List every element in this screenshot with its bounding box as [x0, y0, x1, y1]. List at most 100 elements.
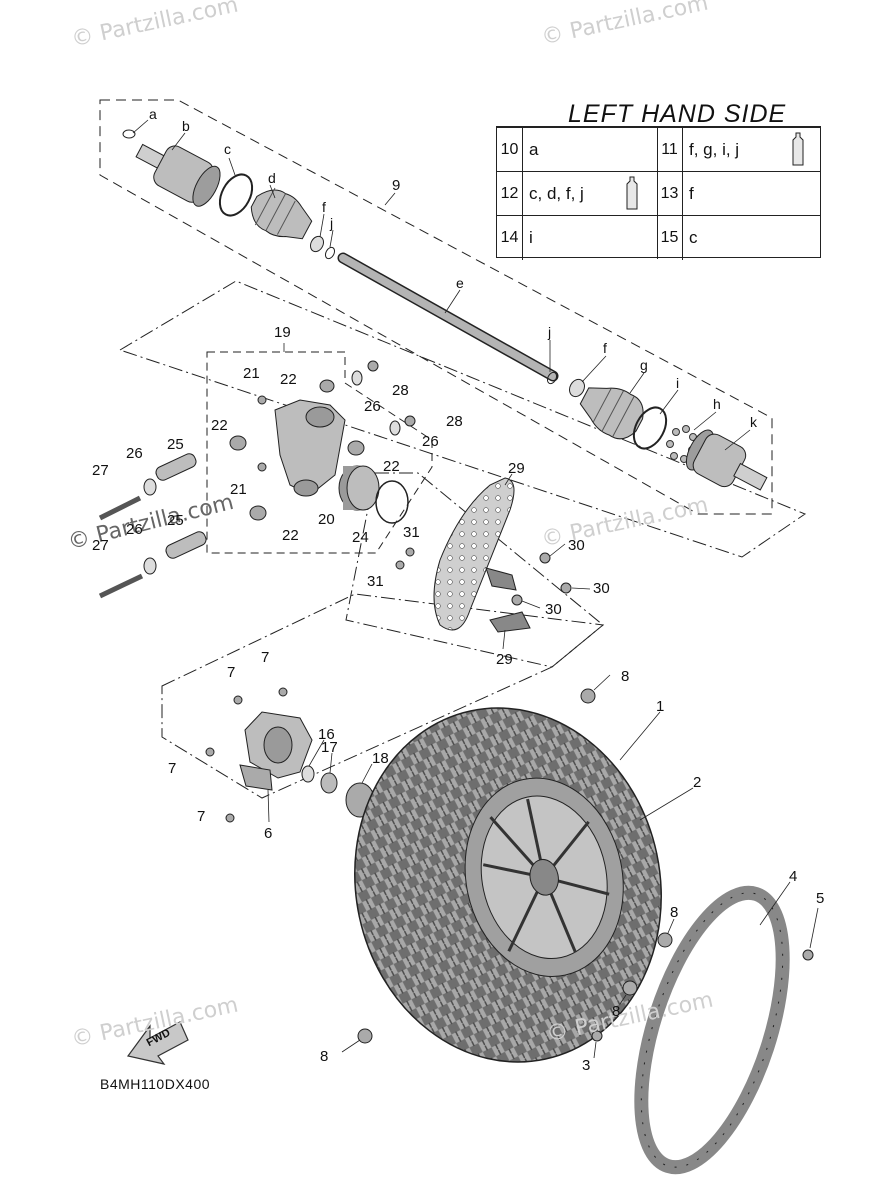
lug-nut-8-b	[657, 932, 673, 948]
stud-7-a	[233, 695, 243, 705]
callout-9: 9	[392, 177, 401, 194]
callout-17: 17	[321, 739, 338, 756]
bolt-26-b	[98, 573, 144, 599]
driveshaft-group-outline	[99, 99, 773, 515]
lug-nut-8-c	[622, 980, 638, 996]
circlip-23	[375, 480, 409, 524]
legend-ref: 10	[497, 128, 523, 172]
legend-parts: c, d, f, j	[529, 184, 584, 203]
legend-parts: i	[529, 228, 533, 247]
washer-16	[301, 765, 315, 783]
callout-21: 21	[243, 365, 260, 382]
stud-7-c	[205, 747, 215, 757]
bolt-31-b	[395, 560, 405, 570]
wheel-bearing	[338, 465, 380, 511]
legend-row: 10 a 11 f, g, i, j	[497, 127, 820, 172]
washer-25-b	[389, 420, 401, 436]
nut-27-a	[367, 360, 379, 372]
boot-band-i	[632, 406, 668, 450]
label-c: c	[224, 141, 231, 157]
steering-knuckle	[274, 399, 346, 497]
callout-22: 22	[383, 458, 400, 475]
label-f-lower: f	[603, 340, 607, 356]
callout-7: 7	[261, 649, 270, 666]
boot-band-c	[218, 173, 254, 217]
callout-31: 31	[403, 524, 420, 541]
brake-pad-30	[489, 611, 531, 633]
bolt-31-a	[405, 547, 415, 557]
valve-3	[591, 1030, 603, 1042]
callout-22: 22	[211, 417, 228, 434]
callout-29: 30	[593, 580, 610, 597]
label-e: e	[456, 275, 464, 291]
stud-7-d	[225, 813, 235, 823]
boot-d	[250, 187, 313, 240]
label-a: a	[149, 106, 157, 122]
callout-21: 21	[230, 481, 247, 498]
label-j-lower: j	[548, 324, 552, 340]
lug-nut-8-a	[580, 688, 596, 704]
legend-ref: 13	[657, 172, 683, 216]
callout-2: 2	[693, 774, 702, 791]
boot-band-f-lower	[569, 378, 585, 398]
bushing-22-a	[319, 379, 335, 393]
legend-title: LEFT HAND SIDE	[568, 100, 787, 128]
callout-24: 25	[167, 512, 184, 529]
legend-ref: 12	[497, 172, 523, 216]
callout-25: 26	[126, 521, 143, 538]
callout-23: 24	[352, 529, 369, 546]
brake-disc-region-outline	[345, 472, 604, 668]
legend-parts: f	[689, 184, 694, 203]
callout-16: 16	[318, 726, 335, 743]
bolt-29-b	[560, 582, 572, 594]
washer-25-d	[143, 557, 157, 575]
callout-1: 1	[656, 698, 665, 715]
label-b: b	[182, 118, 190, 134]
label-f-upper: f	[322, 199, 326, 215]
brake-pad-upper	[485, 567, 517, 591]
label-j-upper: j	[330, 215, 334, 231]
legend-ref: 14	[497, 216, 523, 260]
legend-parts: a	[529, 140, 539, 159]
bolt-26-a	[98, 495, 142, 521]
grease-tube-icon	[792, 132, 804, 166]
callout-26: 27	[92, 462, 109, 479]
seal-17	[320, 772, 338, 794]
stud-7-b	[278, 687, 288, 697]
callout-7: 7	[227, 664, 236, 681]
bushing-22-c	[347, 440, 365, 456]
callout-3: 3	[582, 1057, 591, 1074]
collar-24-b	[165, 531, 207, 559]
wheel-hub	[239, 711, 313, 791]
callout-29: 30	[568, 537, 585, 554]
diagram-code: B4MH110DX400	[100, 1076, 211, 1092]
washer-25-a	[351, 370, 363, 386]
circlip-j-upper	[324, 246, 336, 260]
callout-19: 19	[274, 324, 291, 341]
legend-row: 14 i 15 c	[497, 215, 820, 260]
outer-cv-joint-k	[685, 429, 768, 491]
hub-region-outline	[161, 593, 605, 799]
knuckle-region-outline	[118, 280, 807, 558]
boot-band-f-upper	[310, 235, 324, 253]
bolt-21-a	[257, 395, 267, 405]
brake-disc	[433, 477, 515, 631]
label-h: h	[713, 396, 721, 412]
bolt-29-c	[511, 594, 523, 606]
legend-table: 10 a 11 f, g, i, j 12 c, d, f, j 13 f 14…	[496, 126, 821, 260]
label-g: g	[640, 357, 648, 373]
callout-25: 26	[422, 433, 439, 450]
callout-6: 6	[264, 825, 273, 842]
label-d: d	[268, 170, 276, 186]
callout-8: 8	[621, 668, 630, 685]
callout-31: 31	[367, 573, 384, 590]
callout-28: 29	[508, 460, 525, 477]
callout-24: 25	[167, 436, 184, 453]
collar-24-a	[155, 453, 197, 481]
inner-cv-joint	[135, 143, 221, 207]
legend-parts: f, g, i, j	[689, 140, 740, 159]
washer-25-c	[143, 478, 157, 496]
callout-4: 4	[789, 868, 798, 885]
callout-7: 7	[197, 808, 206, 825]
